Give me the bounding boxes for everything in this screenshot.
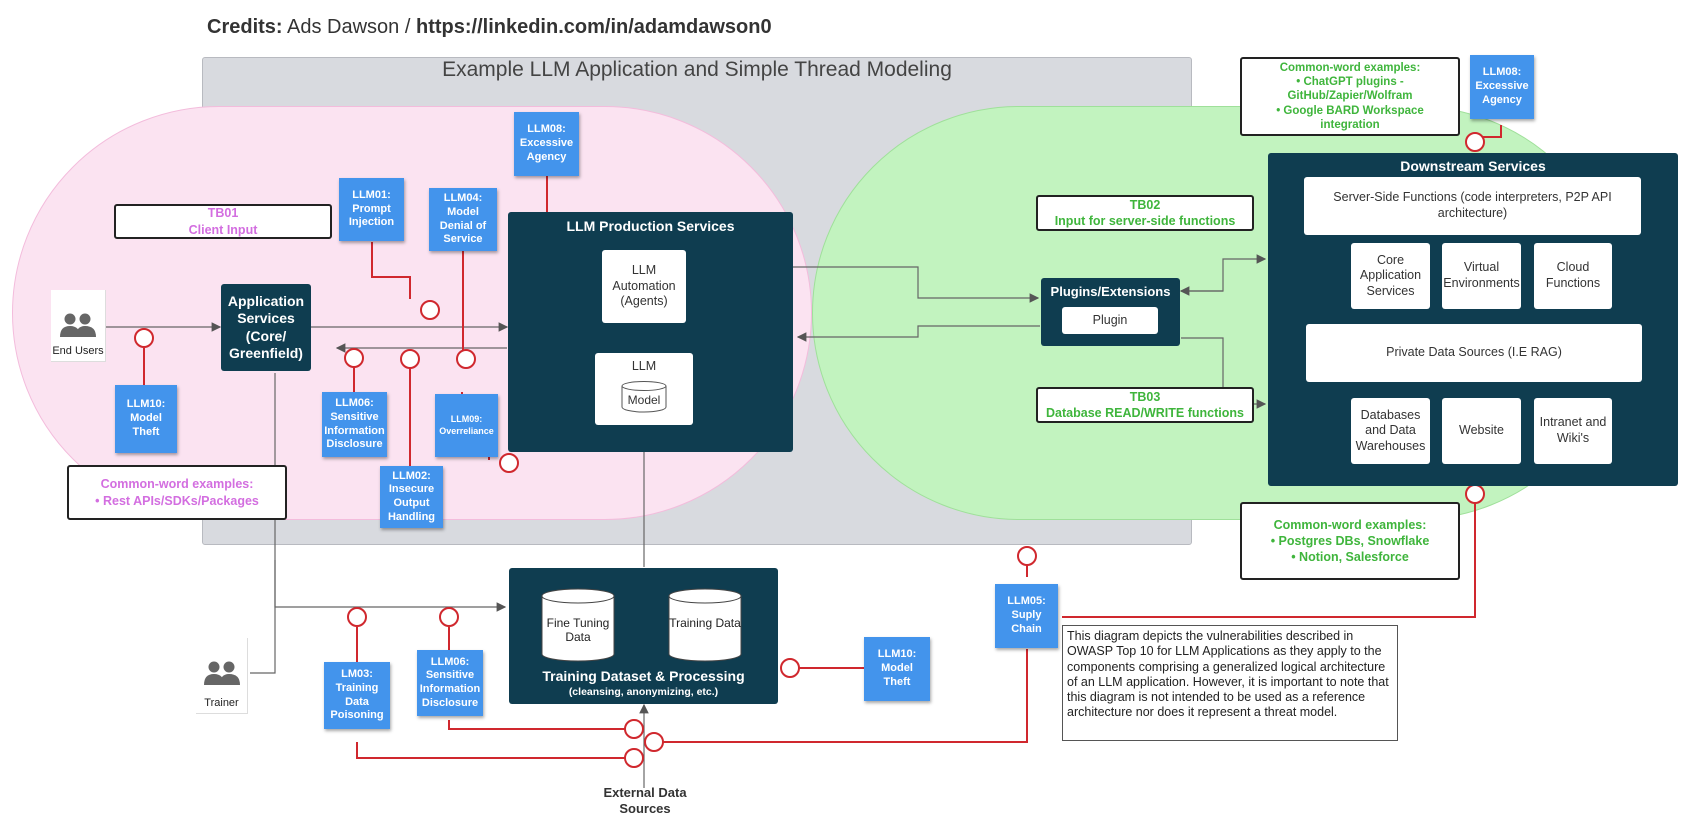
credits-label: Credits: [207, 16, 283, 38]
tb03-id: TB03 [1129, 389, 1161, 404]
plugins-examples-item: GitHub/Zapier/Wolfram [1287, 90, 1413, 103]
end-users-actor: End Users [51, 290, 106, 362]
plugins-title: Plugins/Extensions [1050, 284, 1171, 299]
downstream-title: Downstream Services [1400, 158, 1546, 174]
client-examples-box: Common-word examples: • Rest APIs/SDKs/P… [67, 465, 287, 520]
databases-examples-item: • Postgres DBs, Snowflake [1270, 533, 1430, 548]
database-icon [541, 588, 615, 662]
database-icon [621, 380, 667, 413]
plugins-examples-title: Common-word examples: [1279, 61, 1421, 74]
database-icon [668, 588, 742, 662]
users-icon [203, 661, 240, 685]
fine-tuning-label: Fine Tuning Data [546, 616, 610, 645]
llm02-insecure-output-sticky: LLM02: Insecure Output Handling [380, 466, 443, 528]
plugin-box: Plugin [1062, 307, 1158, 334]
tb03-box: TB03 Database READ/WRITE functions [1036, 387, 1254, 423]
private-data-sources-box: Private Data Sources (I.E RAG) [1306, 324, 1642, 382]
llm08-excessive-agency-sticky: LLM08: Excessive Agency [514, 112, 579, 176]
credits-link[interactable]: https://linkedin.com/in/adamdawson0 [415, 16, 772, 38]
client-examples-title: Common-word examples: [100, 477, 254, 492]
credits-line: Credits: Ads Dawson / https://linkedin.c… [207, 16, 772, 39]
databases-examples-box: Common-word examples: • Postgres DBs, Sn… [1240, 502, 1460, 580]
training-title: Training Dataset & Processing [542, 668, 745, 684]
training-data-cylinder: Training Data [668, 588, 742, 662]
tb01-text: Client Input [188, 222, 258, 237]
plugins-examples-item: • ChatGPT plugins - [1296, 75, 1404, 88]
llm04-model-dos-sticky: LLM04: Model Denial of Service [429, 188, 497, 251]
tb02-box: TB02 Input for server-side functions [1036, 195, 1254, 231]
client-examples-item: • Rest APIs/SDKs/Packages [95, 493, 259, 508]
tb03-text: Database READ/WRITE functions [1046, 406, 1244, 420]
external-data-sources: External Data Sources [603, 785, 687, 817]
tb02-text: Input for server-side functions [1054, 214, 1236, 228]
llm01-prompt-injection-sticky: LLM01: Prompt Injection [339, 178, 404, 241]
tb01-id: TB01 [207, 206, 239, 221]
end-users-label: End Users [52, 345, 104, 357]
training-subtitle: (cleansing, anonymizing, etc.) [568, 686, 719, 698]
plugins-examples-item: integration [1320, 119, 1380, 132]
llm10-model-theft-sticky: LLM10: Model Theft [115, 385, 177, 453]
application-services-box: Application Services (Core/ Greenfield) [221, 284, 311, 371]
plugins-examples-box: Common-word examples: • ChatGPT plugins … [1240, 57, 1460, 136]
plugins-examples-item: • Google BARD Workspace [1276, 104, 1424, 117]
databases-box: Databases and Data Warehouses [1351, 398, 1430, 464]
trainer-label: Trainer [204, 697, 239, 709]
intranet-box: Intranet and Wiki's [1534, 398, 1612, 464]
fine-tuning-data-cylinder: Fine Tuning Data [541, 588, 615, 662]
model-label: Model [627, 392, 661, 407]
server-side-functions-box: Server-Side Functions (code interpreters… [1304, 177, 1641, 235]
trainer-actor: Trainer [196, 638, 248, 714]
llm06-sensitive-disclosure-sticky: LLM06: Sensitive Information Disclosure [322, 392, 387, 457]
llm08-excessive-agency-sticky-2: LLM08: Excessive Agency [1470, 55, 1534, 119]
diagram-title: Example LLM Application and Simple Threa… [442, 58, 952, 81]
databases-examples-title: Common-word examples: [1273, 517, 1427, 532]
model-cylinder: Model [621, 380, 667, 413]
llm09-overreliance-sticky: LLM09: Overreliance [435, 394, 498, 457]
llm05-supply-chain-sticky: LLM05: Suply Chain [995, 584, 1058, 648]
databases-examples-item: • Notion, Salesforce [1291, 550, 1409, 565]
lm03-training-poisoning-sticky: LM03: Training Data Poisoning [324, 662, 390, 729]
website-box: Website [1442, 398, 1521, 464]
diagram-description: This diagram depicts the vulnerabilities… [1062, 625, 1398, 741]
credits-author: Ads Dawson / [287, 16, 411, 38]
cloud-functions-box: Cloud Functions [1534, 243, 1612, 309]
training-data-label: Training Data [669, 616, 741, 630]
llm-box: LLM Model [595, 353, 693, 425]
llm-production-title: LLM Production Services [566, 218, 735, 234]
llm-automation-box: LLM Automation (Agents) [602, 250, 686, 323]
tb02-id: TB02 [1129, 197, 1161, 212]
tb01-box: TB01 Client Input [114, 204, 332, 239]
llm10-model-theft-sticky-2: LLM10: Model Theft [864, 637, 930, 701]
core-services-box: Core Application Services [1351, 243, 1430, 309]
llm06-sensitive-disclosure-sticky-2: LLM06: Sensitive Information Disclosure [417, 650, 483, 716]
users-icon [60, 313, 96, 337]
virtual-environments-box: Virtual Environments [1442, 243, 1521, 309]
llm-label: LLM [631, 359, 657, 373]
